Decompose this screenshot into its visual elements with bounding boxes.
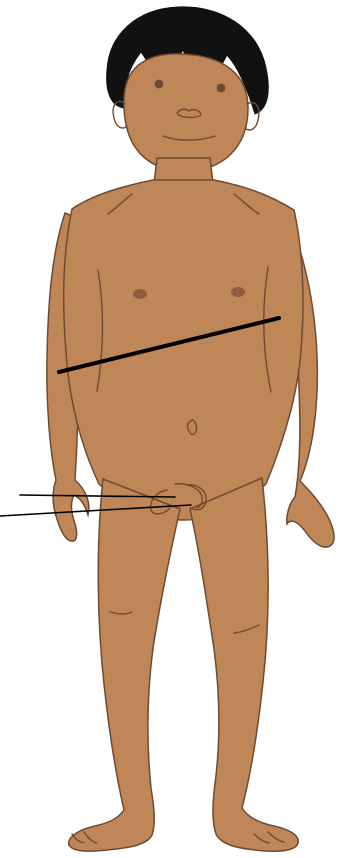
left-leg bbox=[69, 479, 180, 851]
head bbox=[124, 54, 248, 171]
body-outline bbox=[47, 7, 334, 851]
left-eye bbox=[155, 80, 164, 89]
right-leg bbox=[190, 478, 298, 851]
left-nipple bbox=[133, 289, 147, 299]
right-eye bbox=[217, 84, 226, 93]
right-nipple bbox=[231, 287, 245, 297]
torso bbox=[64, 180, 303, 520]
